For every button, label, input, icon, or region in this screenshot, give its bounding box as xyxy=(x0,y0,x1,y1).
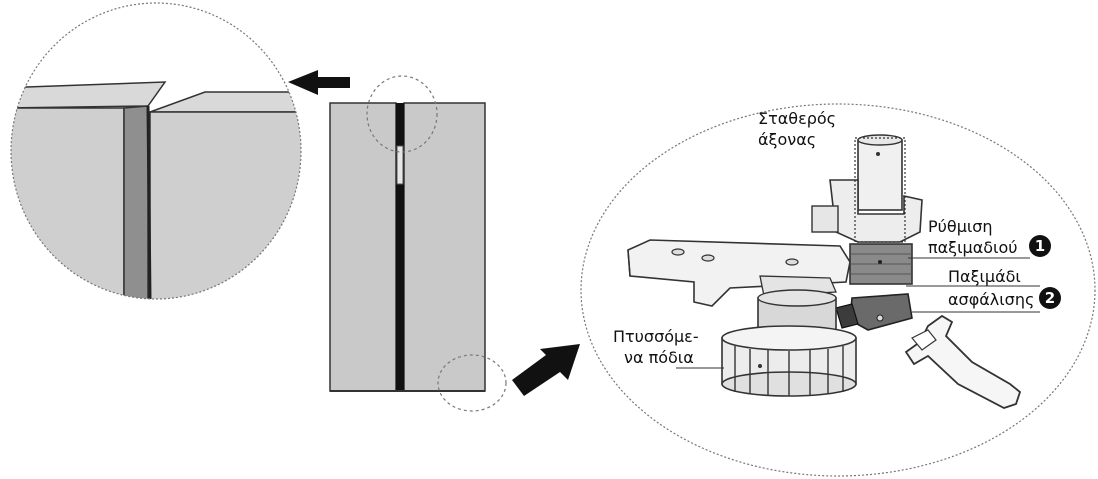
badge-lock-nut: 2 xyxy=(1039,287,1061,309)
refrigerator-front xyxy=(330,76,506,411)
right-door xyxy=(404,103,485,391)
left-door-edge xyxy=(124,106,148,300)
right-door-face xyxy=(150,112,310,312)
left-door xyxy=(330,103,396,391)
left-door-top xyxy=(0,82,165,108)
arrow-left-icon xyxy=(288,70,350,95)
label-lock-nut-line2: ασφάλισης xyxy=(948,290,1034,309)
svg-text:2: 2 xyxy=(1045,289,1055,307)
label-fixed-axis-line1: Σταθερός xyxy=(758,109,836,128)
door-gap-zoom-detail xyxy=(0,3,310,312)
label-adjust-nut-line2: παξιμαδιού xyxy=(928,238,1018,257)
adjustment-nut xyxy=(850,244,912,284)
lock-nut xyxy=(836,294,912,330)
wrench-icon xyxy=(906,316,1020,408)
leveling-foot-detail: Σταθερός άξονας Ρύθμιση παξιμαδιού Παξιμ… xyxy=(581,104,1095,476)
folding-feet-base xyxy=(722,326,856,396)
label-fixed-axis-line2: άξονας xyxy=(758,130,816,149)
left-door-face xyxy=(0,108,124,308)
label-lock-nut-line1: Παξιμάδι xyxy=(948,267,1021,286)
badge-adjust-nut: 1 xyxy=(1029,235,1051,257)
right-door-top xyxy=(150,92,300,112)
label-adjust-nut-line1: Ρύθμιση xyxy=(928,217,993,236)
label-folding-feet-line2: να πόδια xyxy=(624,348,694,367)
arrow-right-icon xyxy=(512,344,580,396)
label-folding-feet-line1: Πτυσσόμε- xyxy=(613,327,699,346)
fixed-axis-shaft xyxy=(858,135,902,210)
svg-text:1: 1 xyxy=(1035,237,1045,255)
